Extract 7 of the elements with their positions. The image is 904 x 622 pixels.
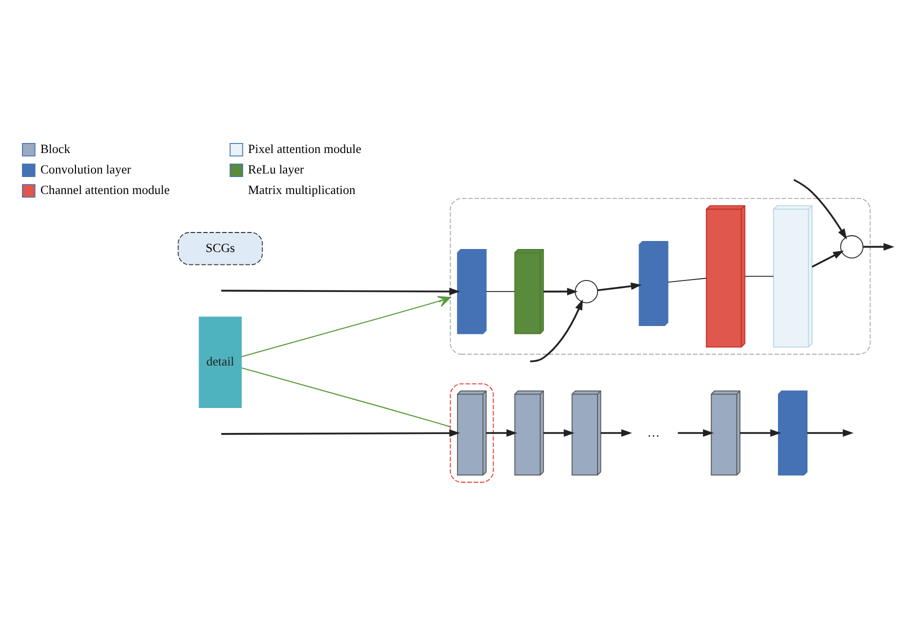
legend-label: Matrix multiplication: [248, 182, 356, 197]
node-text: …: [647, 424, 660, 439]
legend-label: Block: [40, 142, 70, 156]
legend-label: Pixel attention module: [248, 142, 362, 156]
legend-label: Convolution layer: [40, 162, 132, 176]
legend-label: Channel attention module: [40, 182, 170, 197]
legend-label: ReLu layer: [248, 162, 304, 176]
